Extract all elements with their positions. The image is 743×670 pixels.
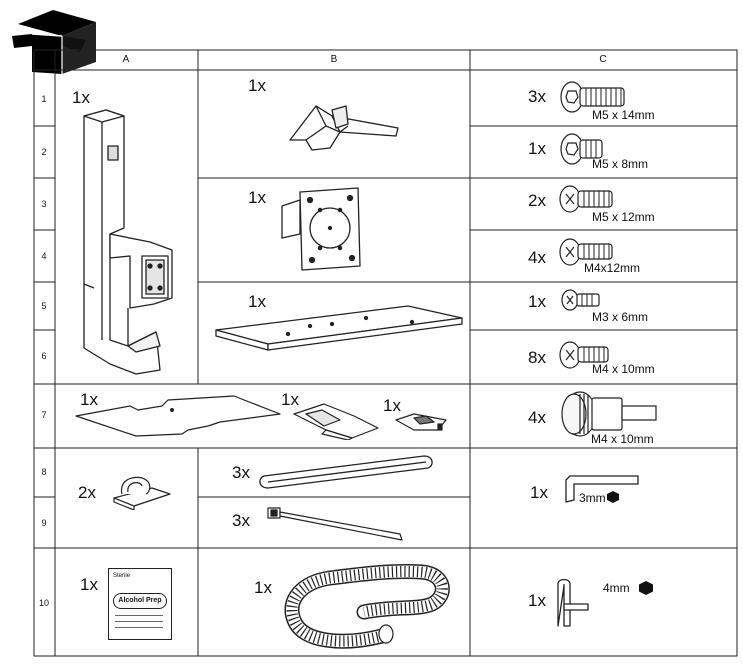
hexagon-icon [607,491,619,503]
column-header-c: C [599,54,607,65]
mount-bracket-qty: 1x [281,390,299,409]
hexagon-icon [639,581,653,595]
vesa-plate-drawing [281,187,361,271]
alcohol-prep-header: Sterile [113,573,131,579]
row-number-10: 10 [38,598,49,608]
keyboard-tray-drawing [215,305,463,351]
vesa-plate-qty: 1x [248,188,266,207]
hex-key-3mm-size: 3mm [579,491,606,505]
screw-m5x8-qty: 1x [528,139,546,158]
cable-clip-qty: 2x [78,483,96,502]
screw-m5x14-size: M5 x 14mm [592,108,655,122]
row-number-7: 7 [41,410,47,420]
l-hex-key-icon [565,475,639,503]
tray-qty: 1x [248,292,266,311]
row-number-4: 4 [41,251,47,261]
row-number-2: 2 [41,147,47,157]
socket-head-screw-icon [560,81,625,113]
small-clip-drawing [395,413,447,431]
row-number-1: 1 [41,94,47,104]
column-header-b: B [330,54,338,65]
phillips-screw-icon [559,185,613,213]
phillips-screw-m4-icon [559,238,613,266]
screw-m4x10-size: M4 x 10mm [592,362,655,376]
velcro-strap-drawing [259,455,433,489]
velcro-strap-qty: 3x [232,463,250,482]
cable-clip-drawing [113,476,171,510]
mount-bracket-drawing [293,403,379,440]
zip-tie-drawing [267,507,403,541]
stand-qty: 1x [72,88,90,107]
knob-qty: 4x [528,408,546,427]
screw-m3x6-size: M3 x 6mm [592,310,649,324]
adhesive-pad-qty: 1x [80,390,98,409]
hex-key-4mm-size: 4mm [603,581,630,595]
screw-m4x12-size: M4x12mm [584,261,641,275]
hex-key-3mm-qty: 1x [530,483,548,502]
screw-m4x12-qty: 4x [528,248,546,267]
small-clip-qty: 1x [383,396,401,415]
base-clip-drawing [289,105,399,151]
alcohol-prep-qty: 1x [80,575,98,594]
thumb-knob-icon [561,391,657,437]
screw-m5x14-qty: 3x [528,87,546,106]
row-number-5: 5 [41,301,47,311]
base-clip-qty: 1x [248,76,266,95]
cable-sleeve-drawing [284,563,450,649]
row-number-3: 3 [41,199,47,209]
row-number-6: 6 [41,351,47,361]
screw-m5x8-size: M5 x 8mm [592,157,649,171]
hex-key-4mm-qty: 1x [528,591,546,610]
phillips-screw-m4x10-icon [559,341,609,369]
t-hex-key-icon [557,578,589,627]
screw-m5x12-qty: 2x [528,191,546,210]
adhesive-pad-drawing [75,395,281,437]
cable-sleeve-qty: 1x [254,578,272,597]
socket-head-screw-short-icon [560,133,603,165]
alcohol-prep-pad: Sterile Alcohol Prep [108,568,172,640]
screw-m5x12-size: M5 x 12mm [592,210,655,224]
stand-upright-drawing [83,109,173,375]
screw-m3x6-qty: 1x [528,292,546,311]
phillips-screw-m3-icon [561,289,600,311]
row-number-9: 9 [41,518,47,528]
column-header-a: A [122,54,130,65]
zip-tie-qty: 3x [232,511,250,530]
knob-size: M4 x 10mm [591,432,654,446]
screw-m4x10-qty: 8x [528,348,546,367]
row-number-8: 8 [41,467,47,477]
alcohol-prep-label: Alcohol Prep [113,593,167,609]
